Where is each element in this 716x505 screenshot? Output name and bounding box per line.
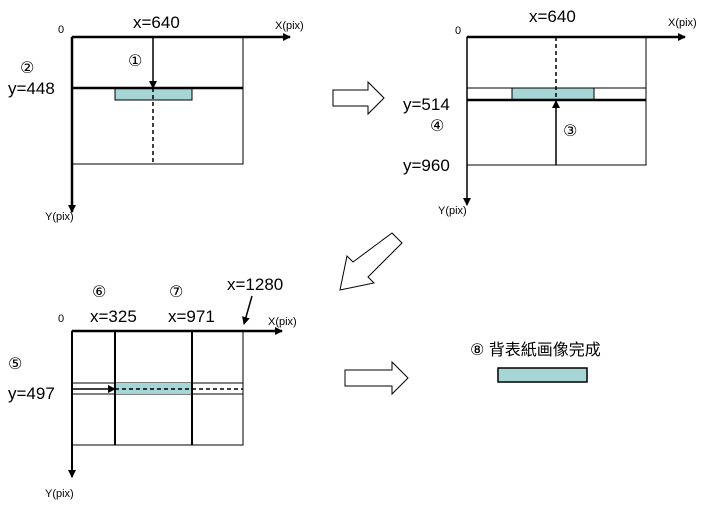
step-3-label: ③ bbox=[563, 123, 577, 140]
x-axis-label: X(pix) bbox=[275, 20, 304, 32]
step-7-label: ⑦ bbox=[169, 284, 183, 301]
step-4-label: ④ bbox=[430, 118, 444, 135]
x-axis-label: X(pix) bbox=[268, 316, 297, 328]
y-value-label: y=497 bbox=[8, 384, 55, 403]
step-5-label: ⑤ bbox=[8, 356, 22, 373]
y-bottom-label: y=960 bbox=[403, 156, 450, 175]
spine-image bbox=[497, 367, 588, 383]
spine-region bbox=[511, 87, 595, 101]
y-axis-label: Y(pix) bbox=[45, 211, 74, 223]
x-left-label: x=325 bbox=[90, 307, 137, 326]
x-value-label: x=640 bbox=[133, 13, 180, 32]
panel-2: 0 x=640 X(pix) Y(pix) y=514 ④ ③ y=960 bbox=[403, 7, 697, 217]
origin-label: 0 bbox=[455, 25, 461, 37]
origin-label: 0 bbox=[58, 313, 64, 325]
result-label: ⑧ 背表紙画像完成 bbox=[470, 341, 601, 359]
x-axis-label: X(pix) bbox=[668, 17, 697, 29]
x-value-label: x=640 bbox=[529, 7, 576, 26]
step-1-label: ① bbox=[128, 53, 142, 70]
x-max-label: x=1280 bbox=[227, 275, 283, 294]
step-2-label: ② bbox=[20, 60, 34, 77]
step-6-label: ⑥ bbox=[92, 284, 106, 301]
next-step-arrow-icon bbox=[332, 80, 385, 116]
panel-3: 0 X(pix) Y(pix) ⑥ x=325 ⑦ x=971 x=1280 ⑤… bbox=[8, 275, 297, 500]
origin-label: 0 bbox=[58, 24, 64, 36]
y-value-label: y=448 bbox=[8, 79, 55, 98]
x-right-label: x=971 bbox=[168, 307, 215, 326]
panel-1: 0 x=640 X(pix) Y(pix) ① ② y=448 bbox=[8, 13, 304, 223]
next-step-arrow-icon bbox=[339, 232, 403, 291]
y-axis-label: Y(pix) bbox=[438, 205, 467, 217]
pointer-arrow bbox=[242, 295, 253, 325]
y-top-label: y=514 bbox=[403, 95, 450, 114]
result: ⑧ 背表紙画像完成 bbox=[470, 341, 601, 383]
next-step-arrow-icon bbox=[344, 360, 409, 396]
y-axis-label: Y(pix) bbox=[45, 488, 74, 500]
